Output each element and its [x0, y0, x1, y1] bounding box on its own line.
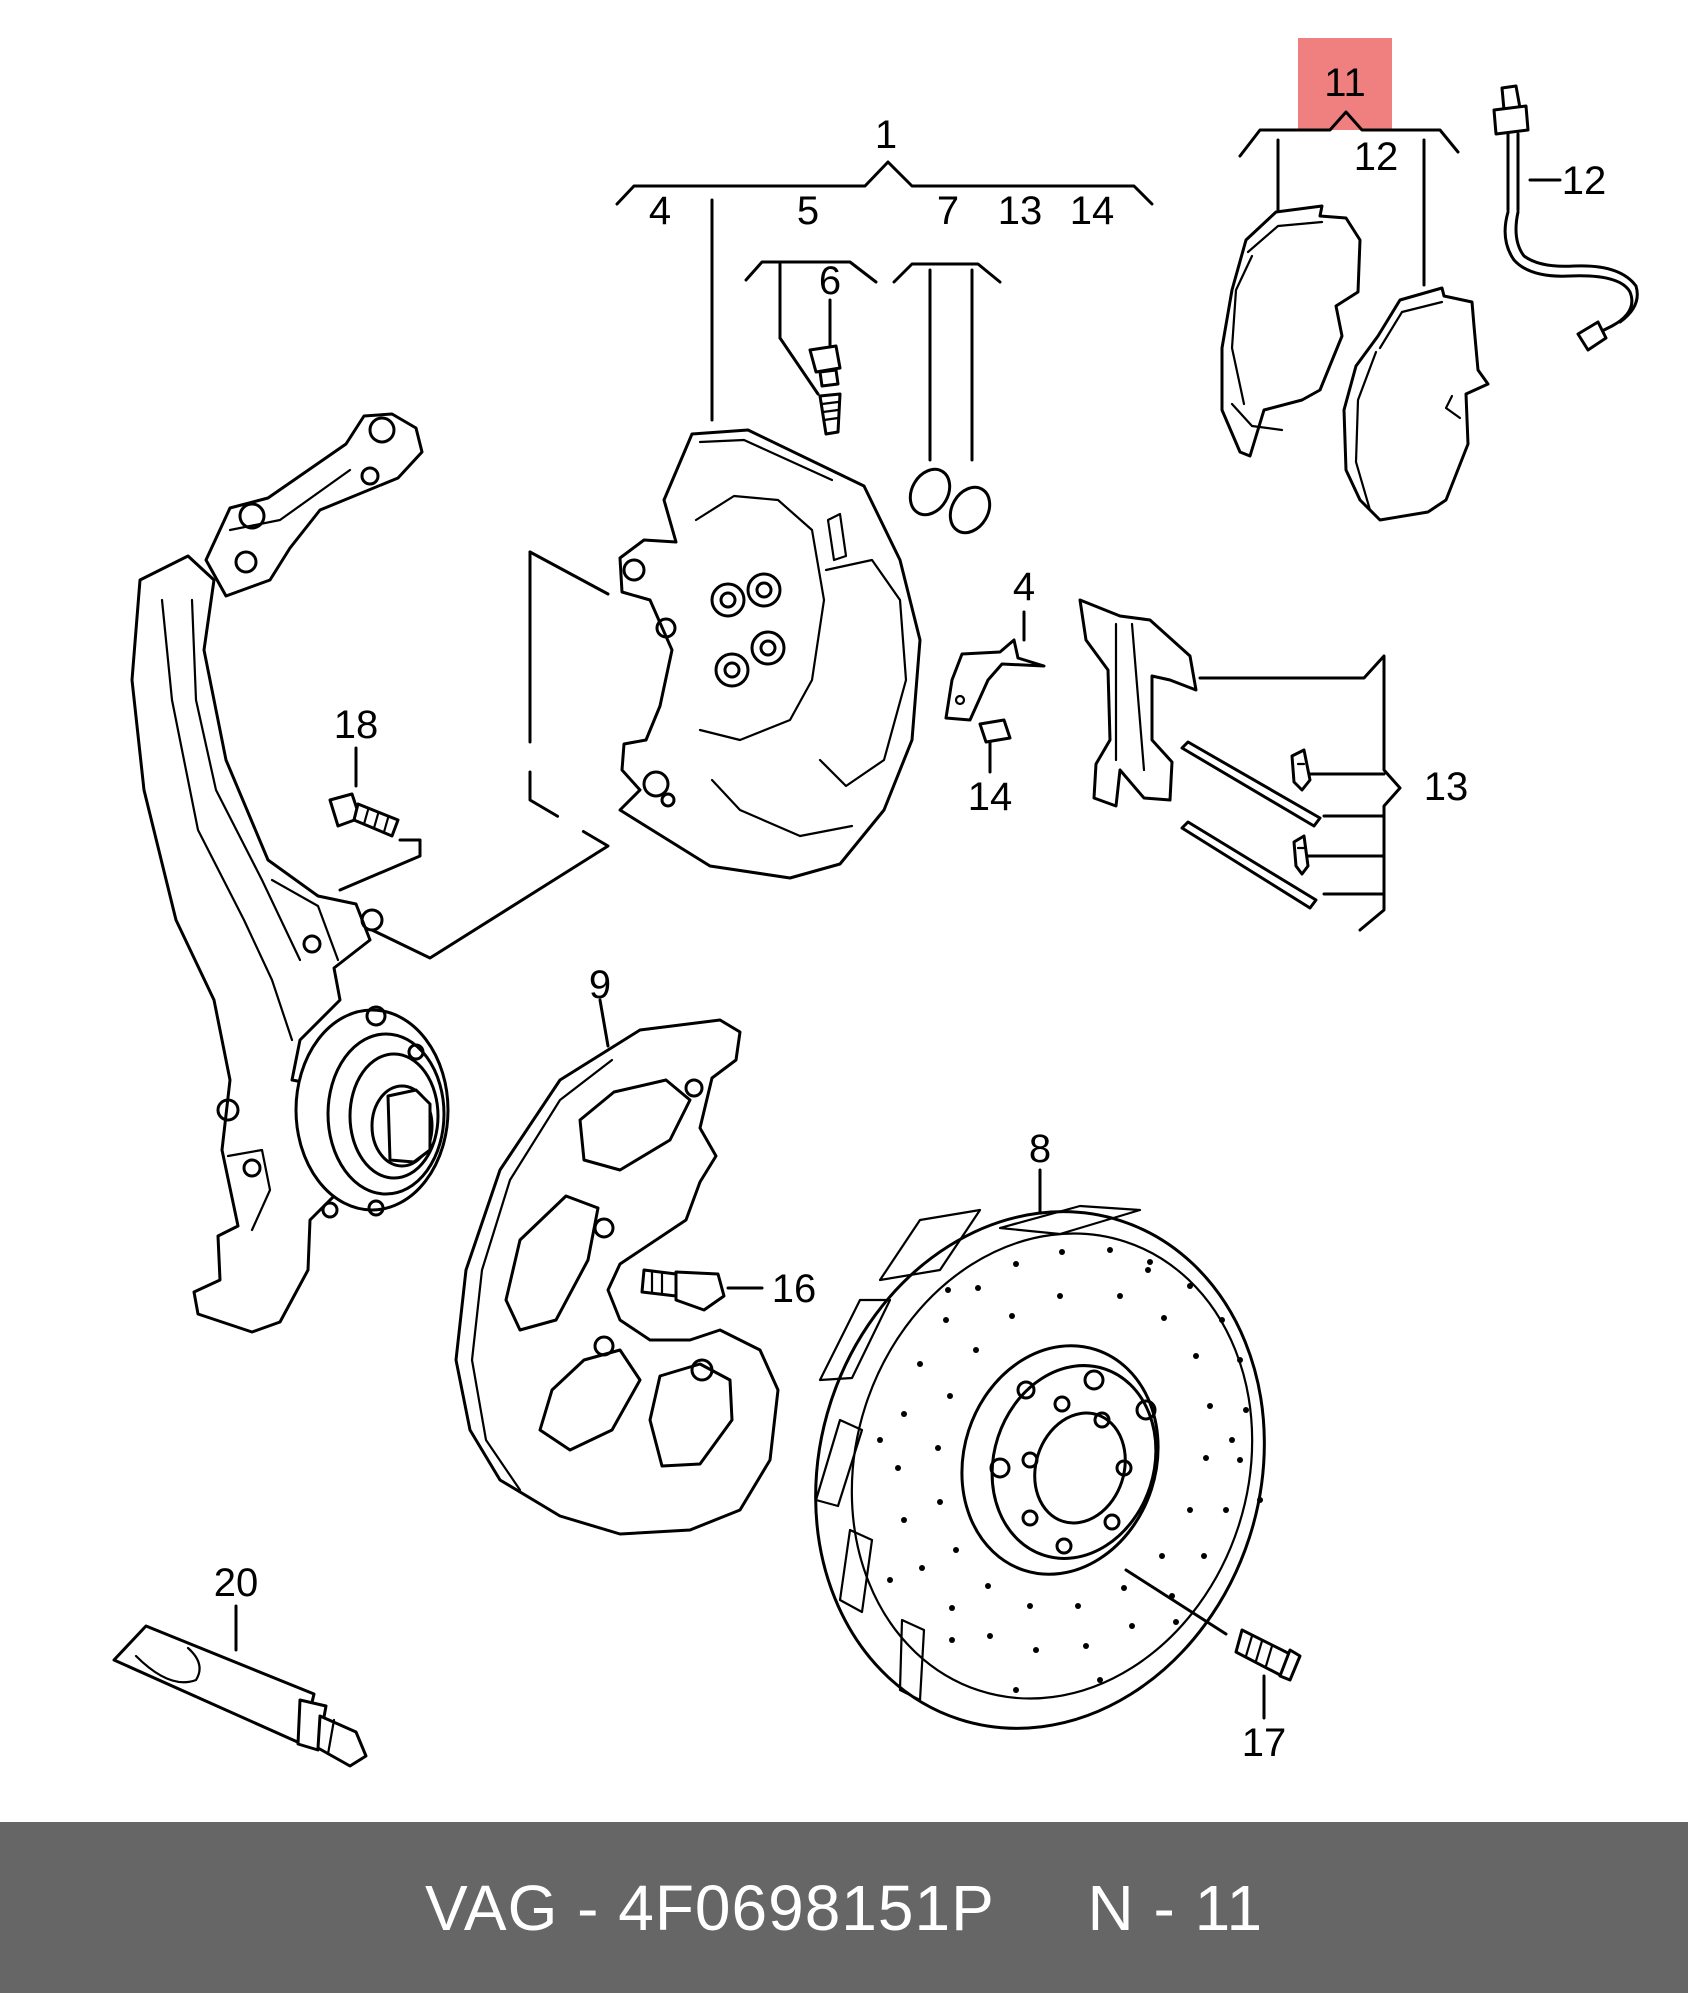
callout-brackets: [234, 110, 1562, 1720]
brake-pad-front: [1220, 204, 1362, 458]
callout-12-sensor: 12: [1562, 159, 1607, 203]
callout-14-screw: 14: [968, 775, 1013, 819]
guide-pins: [1180, 740, 1322, 910]
callout-13: 13: [998, 189, 1043, 233]
part-number-footer: VAG - 4F0698151P N - 11: [0, 1822, 1688, 1993]
drilled-holes: [877, 1247, 1263, 1693]
callout-labels: 1 4 5 6 7 13 14 11 12 12 4 14 13 18 9 8 …: [214, 61, 1607, 1765]
pad-retaining-bracket: [944, 638, 1046, 744]
callout-13-kit: 13: [1424, 765, 1469, 809]
callout-1: 1: [875, 113, 897, 157]
callout-11: 11: [1324, 61, 1366, 105]
callout-8: 8: [1029, 1127, 1051, 1171]
anti-rattle-spring: [1078, 598, 1198, 808]
callout-18: 18: [334, 703, 379, 747]
callout-7: 7: [937, 189, 959, 233]
callout-14: 14: [1070, 189, 1115, 233]
part-number-label: VAG - 4F0698151P N - 11: [424, 1871, 1264, 1944]
screw-17: [1124, 1568, 1302, 1682]
brake-assembly-diagram: 1 4 5 6 7 13 14 11 12 12 4 14 13 18 9 8 …: [112, 38, 1639, 1768]
callout-6: 6: [819, 259, 841, 303]
callout-9: 9: [589, 963, 611, 1007]
seal-rings: [908, 467, 992, 535]
brake-pad-rear: [1342, 286, 1490, 522]
callout-4-bracket: 4: [1013, 565, 1035, 609]
grease-tube: [112, 1624, 368, 1768]
dust-shield: [454, 1018, 780, 1536]
callout-12-pad: 12: [1354, 135, 1399, 179]
brake-disc: [814, 1204, 1266, 1730]
screw-16: [640, 1268, 726, 1312]
callout-20: 20: [214, 1561, 259, 1605]
callout-4: 4: [649, 189, 671, 233]
callout-17: 17: [1242, 1721, 1287, 1765]
steering-knuckle: [130, 412, 450, 1334]
wear-sensor: [1492, 84, 1639, 352]
bleeder-screw: [808, 344, 842, 436]
bolt-18: [328, 792, 400, 838]
brake-caliper: [618, 428, 922, 880]
callout-16: 16: [772, 1267, 817, 1311]
callout-5: 5: [797, 189, 819, 233]
